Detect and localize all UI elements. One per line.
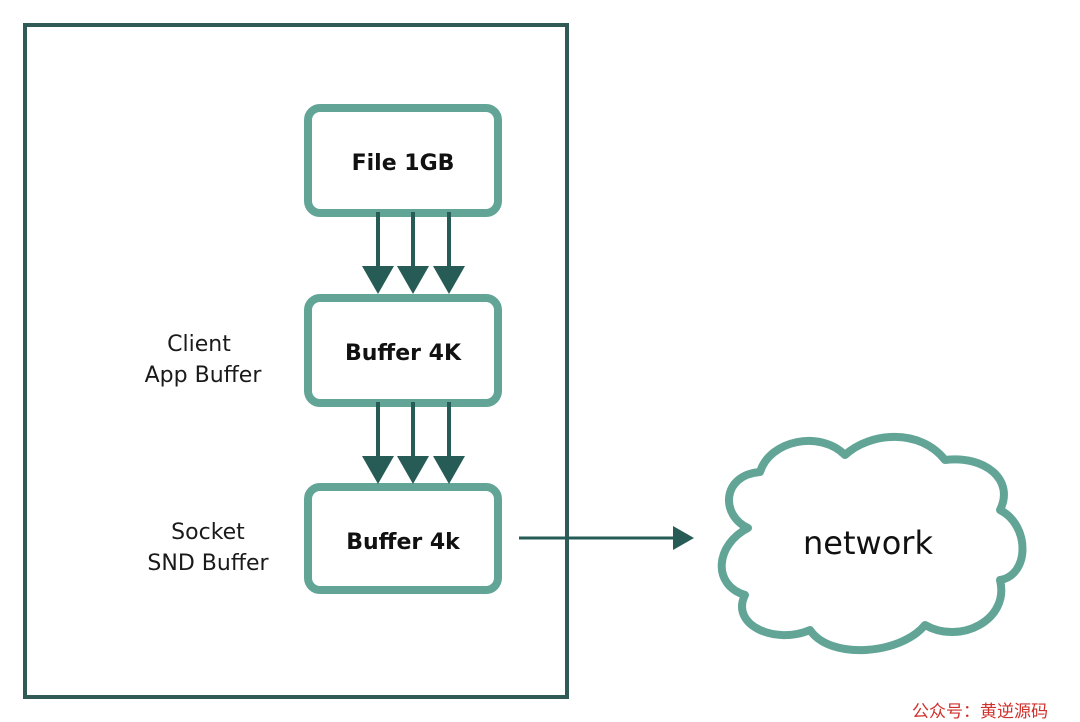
app-buffer-side-label-line1: Client xyxy=(167,332,231,357)
file-box-label: File 1GB xyxy=(352,151,455,176)
app-buffer-side-label-line2: App Buffer xyxy=(145,363,263,388)
app-buffer-box-label: Buffer 4K xyxy=(345,341,462,366)
network-cloud-label: network xyxy=(803,524,933,562)
app-buffer-box xyxy=(304,294,502,407)
socket-buffer-side-label-line2: SND Buffer xyxy=(147,551,269,576)
network-cloud xyxy=(717,432,1027,655)
arrows-app-to-socket xyxy=(362,402,465,484)
arrows-file-to-app xyxy=(362,212,465,294)
watermark: 公众号：黄逆源码 xyxy=(912,702,1048,722)
socket-buffer-box-label: Buffer 4k xyxy=(346,530,461,555)
socket-buffer-box xyxy=(304,483,502,594)
host-frame xyxy=(23,23,569,699)
socket-buffer-side-label-line1: Socket xyxy=(171,520,245,545)
file-box xyxy=(304,104,502,217)
